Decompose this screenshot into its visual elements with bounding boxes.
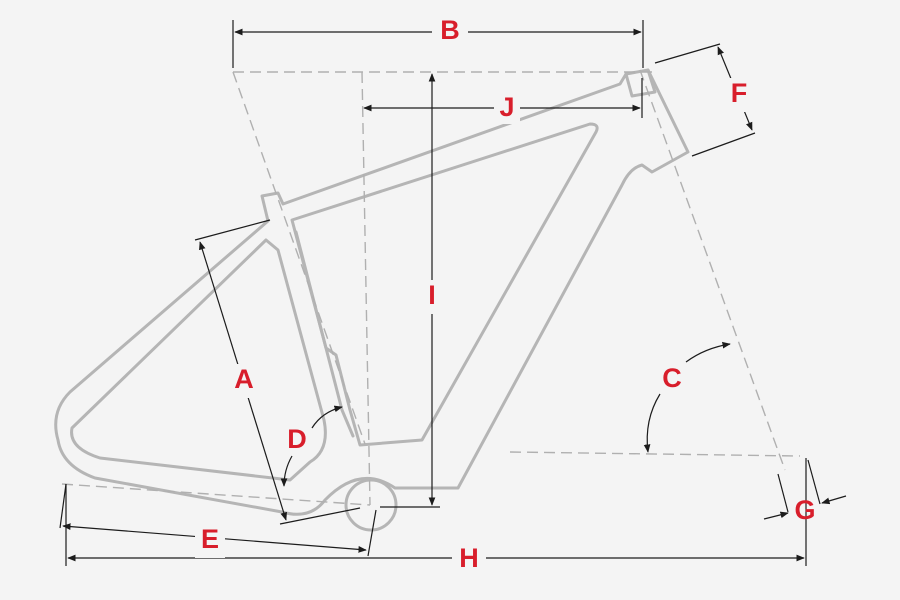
label-d: D bbox=[287, 424, 307, 454]
label-i: I bbox=[428, 280, 436, 310]
dimension-f-ext-bottom bbox=[691, 132, 756, 157]
seat-angle-line bbox=[232, 71, 366, 445]
dimension-c-arc-top bbox=[685, 341, 731, 363]
seat-tube bbox=[294, 230, 355, 438]
dimension-g-arrow-left bbox=[763, 511, 789, 520]
dimension-c-arc-bottom bbox=[643, 393, 661, 453]
dimension-g-arrow-right bbox=[821, 495, 847, 505]
head-tube bbox=[624, 68, 657, 98]
headtube-base-line bbox=[509, 451, 801, 457]
dimension-g-ext-left bbox=[777, 473, 789, 513]
dimension-a-ext-top bbox=[194, 219, 271, 241]
bike-frame-outline bbox=[54, 68, 690, 532]
label-a: A bbox=[234, 364, 254, 394]
label-e: E bbox=[201, 524, 219, 554]
label-f: F bbox=[731, 78, 748, 108]
dimension-g-ext-right bbox=[807, 459, 821, 505]
main-triangle-inner bbox=[290, 122, 599, 447]
rear-axle-line bbox=[61, 483, 371, 506]
label-g: G bbox=[794, 495, 815, 525]
dimension-e-ext-right bbox=[367, 509, 377, 557]
dimension-f-ext-top bbox=[654, 43, 721, 64]
bottom-bracket bbox=[344, 478, 398, 532]
label-b: B bbox=[440, 15, 460, 45]
dimension-a-ext-bottom bbox=[279, 507, 361, 525]
label-c: C bbox=[662, 363, 682, 393]
fork-axis-line bbox=[639, 69, 786, 471]
dimension-e-ext-left bbox=[59, 483, 67, 529]
label-j: J bbox=[499, 92, 514, 122]
frame-outer-outline bbox=[54, 68, 690, 516]
dimension-d-arc-top bbox=[311, 405, 343, 429]
label-h: H bbox=[459, 543, 479, 573]
dimension-d-arc-bottom bbox=[280, 455, 293, 487]
dimension-labels: B J I F A D C E H G bbox=[195, 14, 816, 577]
reach-vertical-line bbox=[361, 71, 371, 506]
